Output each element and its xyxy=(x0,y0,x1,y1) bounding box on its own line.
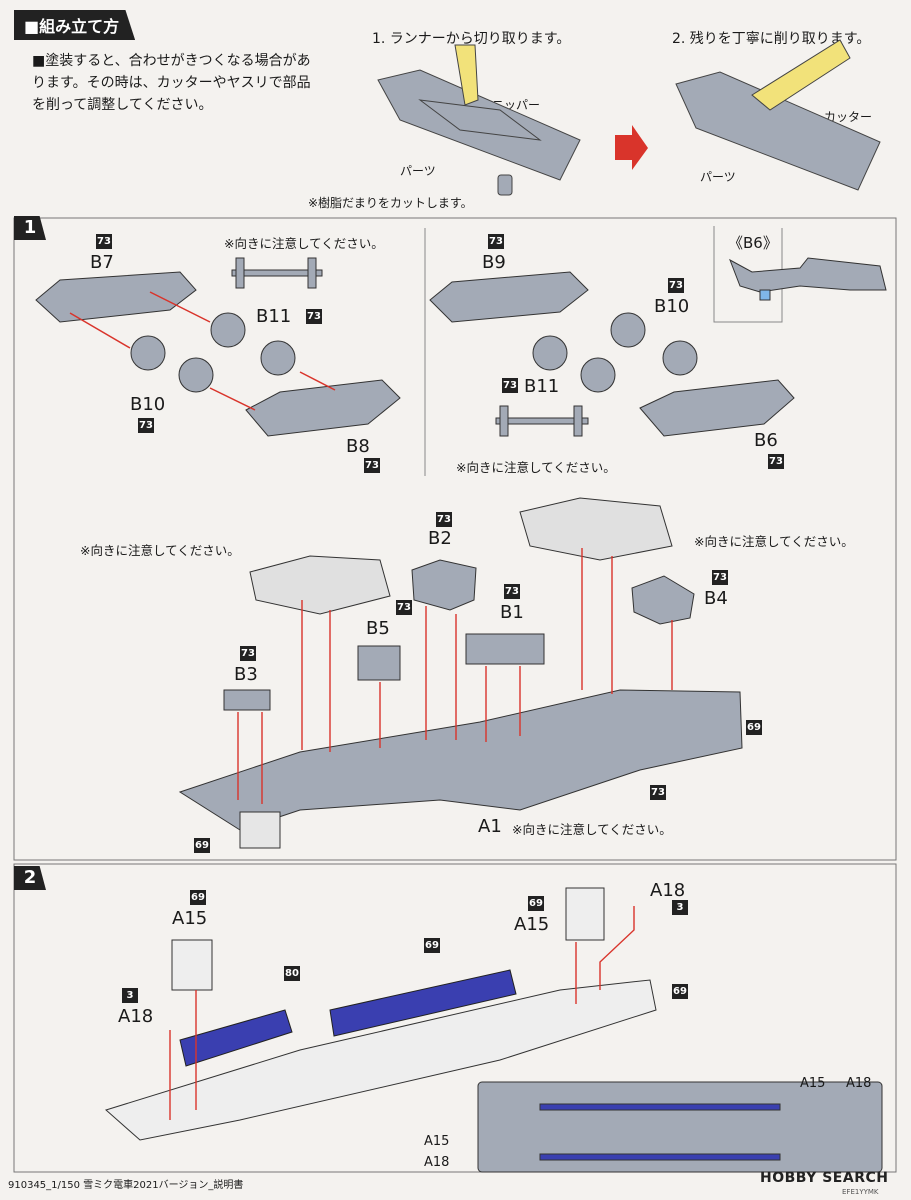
car-body-illustration xyxy=(105,979,657,1141)
cutter-label: カッター xyxy=(824,110,873,124)
bogie-b7-illustration xyxy=(35,271,197,323)
part-b4-illustration xyxy=(631,575,695,625)
badge-b10-right: 73 xyxy=(668,278,684,293)
badge-a15-left: 69 xyxy=(190,890,206,905)
badge-b3: 73 xyxy=(240,646,256,661)
bogie-b8-illustration xyxy=(245,379,401,437)
resin-note: ※樹脂だまりをカットします。 xyxy=(308,196,473,210)
label-b3: B3 xyxy=(234,664,258,685)
red-arrows-step2 xyxy=(169,906,635,1120)
cutter-icon xyxy=(751,39,851,111)
label-b11-right: B11 xyxy=(524,376,560,397)
bogie-assembled-right xyxy=(519,497,673,561)
wheelset-b10-right xyxy=(532,312,698,393)
badge-b11-right: 73 xyxy=(502,378,518,393)
step1-frame xyxy=(13,217,897,861)
red-arrows-step1-assembly xyxy=(237,548,673,804)
b6-inset-title: 《B6》 xyxy=(728,234,778,252)
step-trim-label: 2. 残りを丁寧に削り取ります。 xyxy=(672,31,871,47)
inset-label-a15-left: A15 xyxy=(424,1134,450,1149)
badge-b2: 73 xyxy=(436,512,452,527)
part-b2-illustration xyxy=(411,559,477,611)
badge-69-mid: 69 xyxy=(424,938,440,953)
trimmed-part-illustration xyxy=(675,71,881,191)
arrow-right-icon xyxy=(615,125,648,170)
watermark-brand: HOBBY SEARCH xyxy=(760,1170,889,1186)
label-b11: B11 xyxy=(256,306,292,327)
note-direction-b11: ※向きに注意してください。 xyxy=(224,236,384,251)
section-title: ■組み立て方 xyxy=(14,10,136,40)
red-arrows-step1-left xyxy=(69,291,336,411)
parts-label-1: パーツ xyxy=(400,164,436,178)
note-direction-a1: ※向きに注意してください。 xyxy=(512,822,672,837)
part-b3-illustration xyxy=(223,689,271,711)
label-b2: B2 xyxy=(428,528,452,549)
watermark-sub: EFE1YYMK xyxy=(842,1188,879,1196)
part-b1-illustration xyxy=(465,633,545,665)
label-b4: B4 xyxy=(704,588,728,609)
parts-label-2: パーツ xyxy=(700,170,736,184)
underframe-a1-illustration xyxy=(178,689,743,849)
label-b7: B7 xyxy=(90,252,114,273)
label-a15-left: A15 xyxy=(172,908,208,929)
inset-label-a18-left: A18 xyxy=(424,1155,450,1170)
badge-b8: 73 xyxy=(364,458,380,473)
part-b5-illustration xyxy=(357,645,401,681)
b6-detail-illustration xyxy=(729,257,887,301)
wheelset-b10-left xyxy=(130,312,296,393)
step2-frame xyxy=(13,863,897,1173)
badge-b9: 73 xyxy=(488,234,504,249)
note-direction-bogie-left: ※向きに注意してください。 xyxy=(80,543,240,558)
badge-b1: 73 xyxy=(504,584,520,599)
label-a1: A1 xyxy=(478,816,502,837)
badge-a18-right: 3 xyxy=(672,900,688,915)
badge-73-bottom: 73 xyxy=(650,785,666,800)
inset-label-a15-top: A15 xyxy=(800,1076,826,1091)
badge-b10-left: 73 xyxy=(138,418,154,433)
note-direction-bogie-right: ※向きに注意してください。 xyxy=(694,534,854,549)
nipper-icon xyxy=(454,44,479,106)
step-number-2: 2 xyxy=(14,866,46,890)
part-a15-left-illustration xyxy=(171,939,213,991)
bogie-b9-illustration xyxy=(429,271,589,323)
label-a18-right: A18 xyxy=(650,880,686,901)
label-b1: B1 xyxy=(500,602,524,623)
label-b10-left: B10 xyxy=(130,394,166,415)
badge-a15-right: 69 xyxy=(528,896,544,911)
badge-69-left: 69 xyxy=(194,838,210,853)
badge-69-right: 69 xyxy=(746,720,762,735)
intro-text: ■塗装すると、合わせがきつくなる場合があります。その時は、カッターやヤスリで部品… xyxy=(32,53,311,113)
footer-text: 910345_1/150 雪ミク電車2021バージョン_説明書 xyxy=(8,1180,244,1191)
label-b9: B9 xyxy=(482,252,506,273)
bogie-b6-illustration xyxy=(639,379,795,437)
floor-plan-inset xyxy=(477,1081,883,1173)
note-direction-b11-right: ※向きに注意してください。 xyxy=(456,460,616,475)
badge-b5: 73 xyxy=(396,600,412,615)
inset-label-a18-top: A18 xyxy=(846,1076,872,1091)
badge-b4: 73 xyxy=(712,570,728,585)
label-b6: B6 xyxy=(754,430,778,451)
step-cut-label: 1. ランナーから切り取ります。 xyxy=(372,31,571,47)
part-a15-right-illustration xyxy=(565,887,605,941)
badge-b7: 73 xyxy=(96,234,112,249)
axle-b11-illustration xyxy=(231,257,323,289)
badge-b6: 73 xyxy=(768,454,784,469)
seat-blue-illustration xyxy=(179,969,517,1067)
runner-part-illustration xyxy=(377,69,581,196)
label-a15-right: A15 xyxy=(514,914,550,935)
badge-80: 80 xyxy=(284,966,300,981)
badge-b11: 73 xyxy=(306,309,322,324)
badge-a18-left: 3 xyxy=(122,988,138,1003)
label-b5: B5 xyxy=(366,618,390,639)
bogie-assembled-left xyxy=(249,555,391,615)
label-a18-left: A18 xyxy=(118,1006,154,1027)
badge-69-right-step2: 69 xyxy=(672,984,688,999)
label-b8: B8 xyxy=(346,436,370,457)
axle-b11-right xyxy=(495,405,589,437)
label-b10-right: B10 xyxy=(654,296,690,317)
